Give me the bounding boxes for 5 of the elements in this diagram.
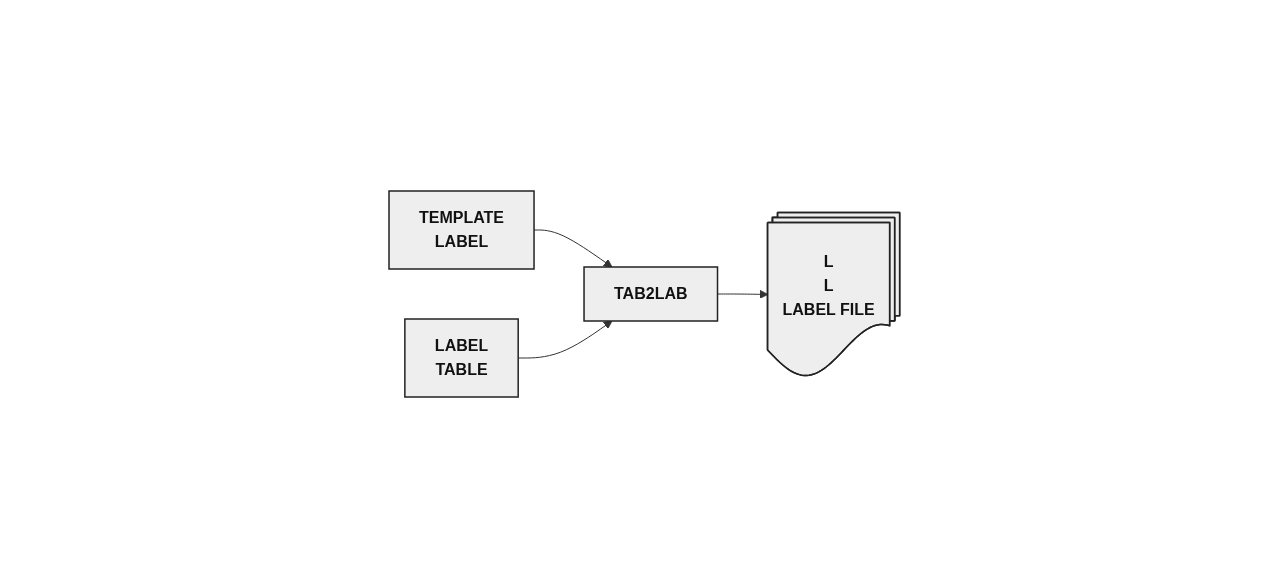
node-box: LABEL TABLE — [403, 317, 519, 398]
arrow — [517, 320, 613, 358]
arrow — [533, 229, 613, 267]
node-box: TEMPLATE LABEL — [387, 189, 535, 270]
node-box: TAB2LAB — [582, 265, 718, 322]
